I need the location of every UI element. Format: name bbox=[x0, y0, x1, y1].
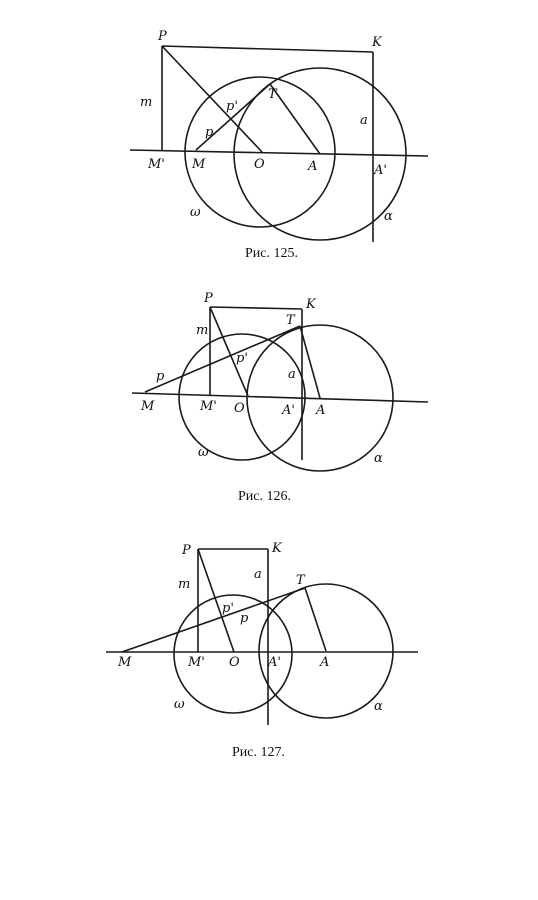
fig126-axis-line bbox=[131, 392, 429, 403]
fig125-label-M-prime: M' bbox=[147, 157, 165, 172]
fig125-label-T: T bbox=[268, 87, 278, 102]
fig127-label-A-prime: A' bbox=[267, 655, 281, 670]
fig127-label-omega: ω bbox=[174, 697, 185, 712]
fig127-line-PO bbox=[197, 548, 235, 653]
fig125-label-omega: ω bbox=[190, 205, 201, 220]
fig125-circle-omega bbox=[184, 76, 336, 228]
figure-127: P K m a T p' p M M' O A' A ω α Рис. 127. bbox=[106, 541, 418, 760]
fig125-circle-alpha bbox=[233, 67, 407, 241]
fig125-axis-line bbox=[129, 149, 429, 157]
fig126-label-m: m bbox=[196, 323, 208, 338]
figure-125: P K m p' T p a M' M O A A' ω α Рис. 125. bbox=[129, 29, 429, 261]
fig125-line-PK bbox=[161, 45, 374, 53]
fig125-line-TA bbox=[269, 83, 321, 155]
fig127-circle-alpha bbox=[258, 583, 394, 719]
fig125-label-O: O bbox=[254, 157, 265, 172]
figure-126: P K m T p' p a M M' O A' A ω α Рис. 126. bbox=[131, 291, 429, 504]
fig127-label-a: a bbox=[254, 567, 262, 582]
fig127-line-p bbox=[121, 587, 306, 653]
fig126-label-p: p bbox=[156, 369, 165, 384]
fig127-label-M-prime: M' bbox=[187, 655, 205, 670]
fig127-label-alpha: α bbox=[374, 699, 383, 714]
fig127-label-O: O bbox=[229, 655, 240, 670]
fig125-caption: Рис. 125. bbox=[245, 246, 298, 261]
fig127-label-M: M bbox=[117, 655, 132, 670]
fig126-label-a: a bbox=[288, 367, 296, 382]
fig125-label-p-prime: p' bbox=[226, 99, 238, 114]
fig127-label-K: K bbox=[271, 541, 283, 556]
fig126-label-p-prime: p' bbox=[236, 351, 248, 366]
fig127-label-A: A bbox=[319, 655, 329, 670]
fig126-circle-omega bbox=[178, 333, 306, 461]
fig126-label-M: M bbox=[140, 399, 155, 414]
fig126-caption: Рис. 126. bbox=[238, 489, 291, 504]
fig126-label-A: A bbox=[315, 403, 325, 418]
fig125-label-m: m bbox=[140, 95, 152, 110]
fig126-line-TA bbox=[299, 325, 321, 399]
fig126-label-M-prime: M' bbox=[199, 399, 217, 414]
fig126-label-P: P bbox=[203, 291, 213, 306]
fig125-line-PO bbox=[161, 45, 263, 153]
fig125-label-P: P bbox=[157, 29, 167, 44]
fig125-label-alpha: α bbox=[384, 209, 393, 224]
fig125-line-p bbox=[195, 83, 271, 151]
fig127-caption: Рис. 127. bbox=[232, 745, 285, 760]
fig125-label-A: A bbox=[307, 159, 317, 174]
fig126-line-p bbox=[144, 325, 301, 393]
fig125-label-A-prime: A' bbox=[373, 163, 387, 178]
fig126-line-PO bbox=[209, 306, 249, 397]
fig127-label-p: p bbox=[240, 611, 249, 626]
fig127-label-m: m bbox=[178, 577, 190, 592]
fig125-label-K: K bbox=[371, 35, 383, 50]
fig126-label-O: O bbox=[234, 401, 245, 416]
fig126-line-PK bbox=[209, 306, 303, 310]
fig127-circle-omega bbox=[173, 594, 293, 714]
fig127-label-P: P bbox=[181, 543, 191, 558]
fig127-label-p-prime: p' bbox=[222, 601, 234, 616]
fig127-line-TA bbox=[304, 587, 327, 652]
fig126-circle-alpha bbox=[246, 324, 394, 472]
fig126-label-T: T bbox=[286, 313, 296, 328]
fig126-label-alpha: α bbox=[374, 451, 383, 466]
fig126-label-omega: ω bbox=[198, 445, 209, 460]
fig125-label-a: a bbox=[360, 113, 368, 128]
fig125-label-p: p bbox=[205, 125, 214, 140]
fig127-label-T: T bbox=[296, 573, 306, 588]
fig126-label-A-prime: A' bbox=[281, 403, 295, 418]
fig126-label-K: K bbox=[305, 297, 317, 312]
fig125-label-M: M bbox=[191, 157, 206, 172]
